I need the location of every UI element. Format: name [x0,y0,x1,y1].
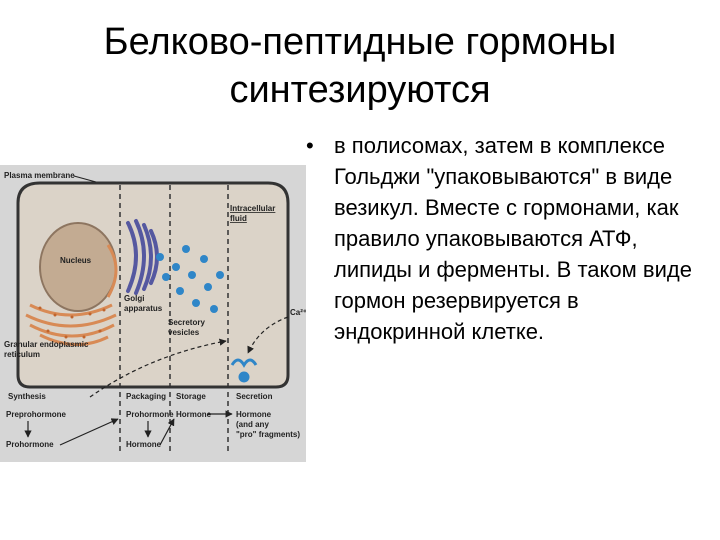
slide-title: Белково-пептидные гормоны синтезируются [40,18,680,114]
bullet-item: • в полисомах, затем в комплексе Гольджи… [306,130,706,347]
title-line-1: Белково-пептидные гормоны [40,18,680,66]
stage-secretion: Secretion [236,392,273,401]
label-nucleus: Nucleus [60,256,92,265]
label-prohormone-synthesis: Prohormone [6,440,54,449]
stage-storage: Storage [176,392,206,401]
label-preprohormone: Preprohormone [6,410,67,419]
label-golgi-2: apparatus [124,304,163,313]
bullet-text: в полисомах, затем в комплексе Гольджи "… [334,130,706,347]
label-hormone-storage: Hormone [176,410,212,419]
diagram-svg: Plasma membrane Intracellular fluid Nucl… [0,165,306,462]
stage-synthesis: Synthesis [8,392,46,401]
label-golgi-1: Golgi [124,294,144,303]
bullet-marker: • [306,130,314,161]
label-and-any: (and any [236,420,269,429]
label-secretory-1: Secretory [168,318,205,327]
label-granular-er-2: reticulum [4,350,40,359]
label-hormone-secretion: Hormone [236,410,272,419]
label-secretory-2: vesicles [168,328,200,337]
label-prohormone-packaging: Prohormone [126,410,174,419]
label-pro-fragments: "pro" fragments) [236,430,300,439]
label-intracellular-1: Intracellular [230,204,275,213]
title-line-2: синтезируются [40,66,680,114]
label-intracellular-2: fluid [230,214,247,223]
hormone-synthesis-diagram: Plasma membrane Intracellular fluid Nucl… [0,165,306,462]
label-plasma-membrane: Plasma membrane [4,171,75,180]
stage-packaging: Packaging [126,392,166,401]
nucleus [40,223,116,311]
label-granular-er-1: Granular endoplasmic [4,340,89,349]
label-hormone-packaging: Hormone [126,440,162,449]
label-calcium: Ca²⁺ [290,308,306,317]
